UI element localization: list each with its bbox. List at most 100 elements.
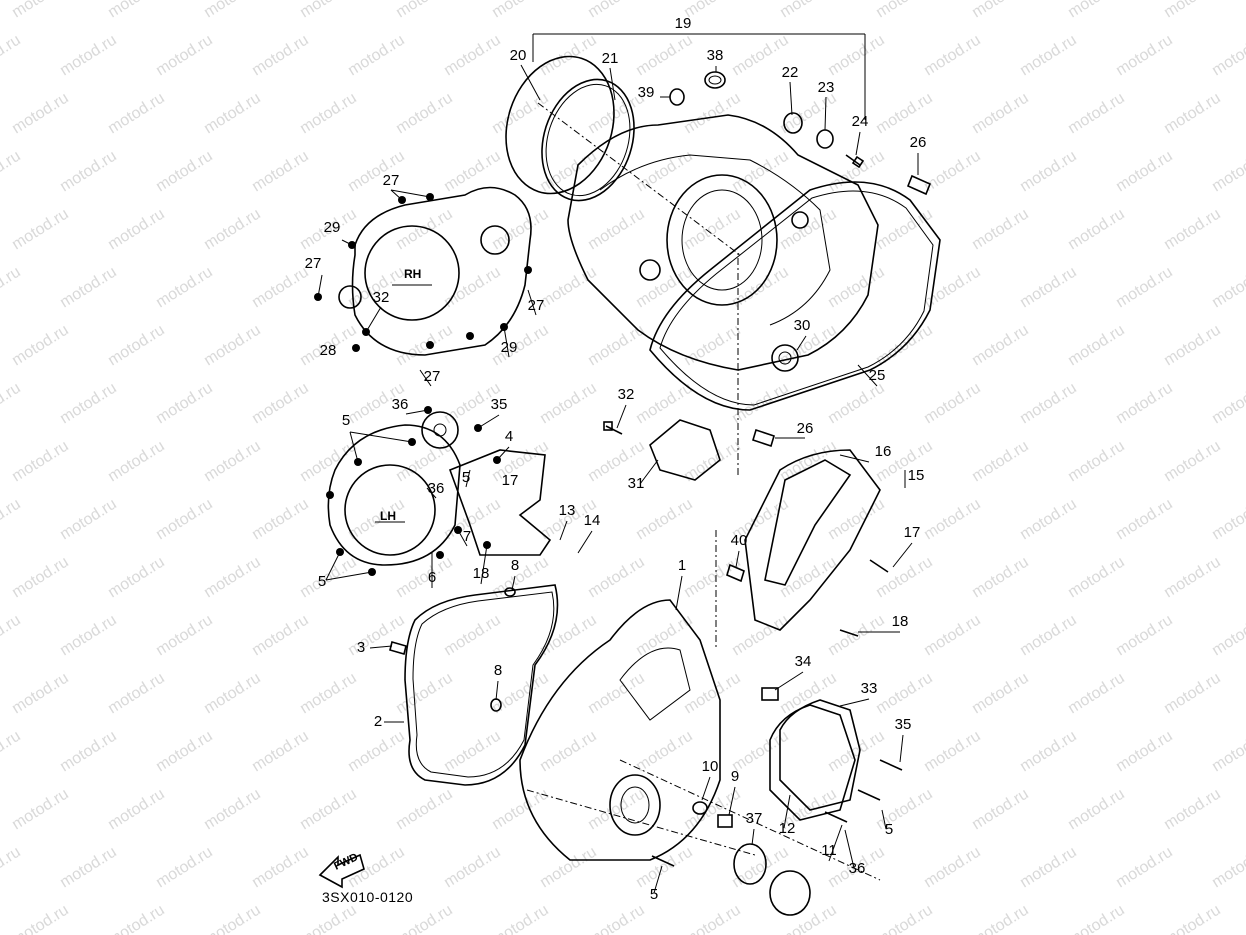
callout-label: 5 [650,886,658,903]
callout-label: 4 [505,428,513,445]
dowel-26b [752,428,775,448]
bolt-location-dot [426,341,434,349]
callout-label: 7 [463,528,471,545]
leader-line [728,786,736,816]
leader-line [609,67,616,101]
leader-line [390,189,431,198]
callout-label: 21 [602,50,619,67]
callout-label: 23 [818,79,835,96]
part-40 [726,563,745,583]
gasket-ring-20 [505,55,615,195]
callout-label: 2 [374,713,382,730]
leader-line [824,96,827,131]
leader-line [616,404,627,429]
leader-line [369,645,393,649]
leader-line [325,571,373,581]
cover-33 [779,699,861,811]
bolt-location-dot [466,332,474,340]
callout-label: 27 [383,172,400,189]
leader-line [783,794,791,829]
leader-line [426,487,437,499]
callout-label: 36 [392,396,409,413]
leader-line [419,369,432,387]
oil-seal-38 [704,71,726,89]
gasket-37 [769,704,856,821]
rh-mark: RH [404,267,421,281]
callout-label: 39 [638,84,655,101]
leader-line [349,431,359,463]
leader-line [527,289,537,316]
leader-line [675,575,683,611]
cover-15 [744,449,881,631]
bolt-location-dot [348,241,356,249]
callout-label: 15 [908,467,925,484]
callout-label: 38 [707,47,724,64]
callout-label: 18 [892,613,909,630]
callout-label: 29 [501,339,518,356]
lh-mark: LH [380,509,396,523]
leader-line [735,550,740,568]
leader-line [480,544,488,585]
housing-31 [649,419,721,481]
bolt-location-dot [424,406,432,414]
bolt-5d [651,855,675,867]
callout-label: 29 [324,219,341,236]
callout-label: 32 [373,289,390,306]
callout-label: 5 [462,469,470,486]
callout-label: 19 [675,15,692,32]
callout-label: 36 [849,860,866,877]
callout-label: 40 [731,532,748,549]
callout-label: 27 [528,297,545,314]
callout-label: 33 [861,680,878,697]
bolt-5c [857,789,881,801]
callout-label: 13 [559,502,576,519]
rh-cover-circle [364,225,460,321]
part-23 [816,129,834,149]
callout-label: 20 [510,47,527,64]
rh-cover-view [338,186,532,356]
callout-label: 8 [494,662,502,679]
callout-label: 17 [502,472,519,489]
o-ring-8b [490,698,502,712]
callout-label: 1 [678,557,686,574]
leader-line [349,431,413,443]
bolt-location-dot [398,196,406,204]
bolt-location-dot [326,491,334,499]
rh-cover-outline [351,186,532,356]
callout-label: 32 [618,386,635,403]
o-ring-12 [733,843,767,885]
leader-line [639,459,659,485]
right-cover-body [567,114,879,371]
bolt-location-dot [524,266,532,274]
dowel-26 [906,174,932,196]
callout-label: 6 [428,569,436,586]
bolt-location-dot [474,424,482,432]
callout-label: 11 [821,842,837,859]
seal-16 [764,459,852,586]
leader-line [839,698,870,707]
callout-label: 17 [904,524,921,541]
callout-label: 18 [473,565,490,582]
cap-11 [769,870,811,916]
leader-line [365,306,382,333]
o-ring-8a [504,587,516,597]
callout-label: 31 [628,475,645,492]
callout-label: 35 [491,396,508,413]
forward-arrow: FWD [318,851,365,889]
leader-line [855,131,861,156]
seal-39 [669,88,685,106]
callout-label: 37 [746,810,763,827]
bolt-32 [605,425,623,435]
dowel-3 [389,641,407,655]
cover-1 [519,599,721,861]
leader-line [503,326,510,358]
callout-label: 25 [869,367,886,384]
callout-label: 28 [320,342,337,359]
bolt-36b [824,811,848,823]
cover-1-bore [609,774,661,836]
leader-line [796,335,807,351]
leader-line [774,671,804,691]
clutch-housing-opening [666,174,778,306]
